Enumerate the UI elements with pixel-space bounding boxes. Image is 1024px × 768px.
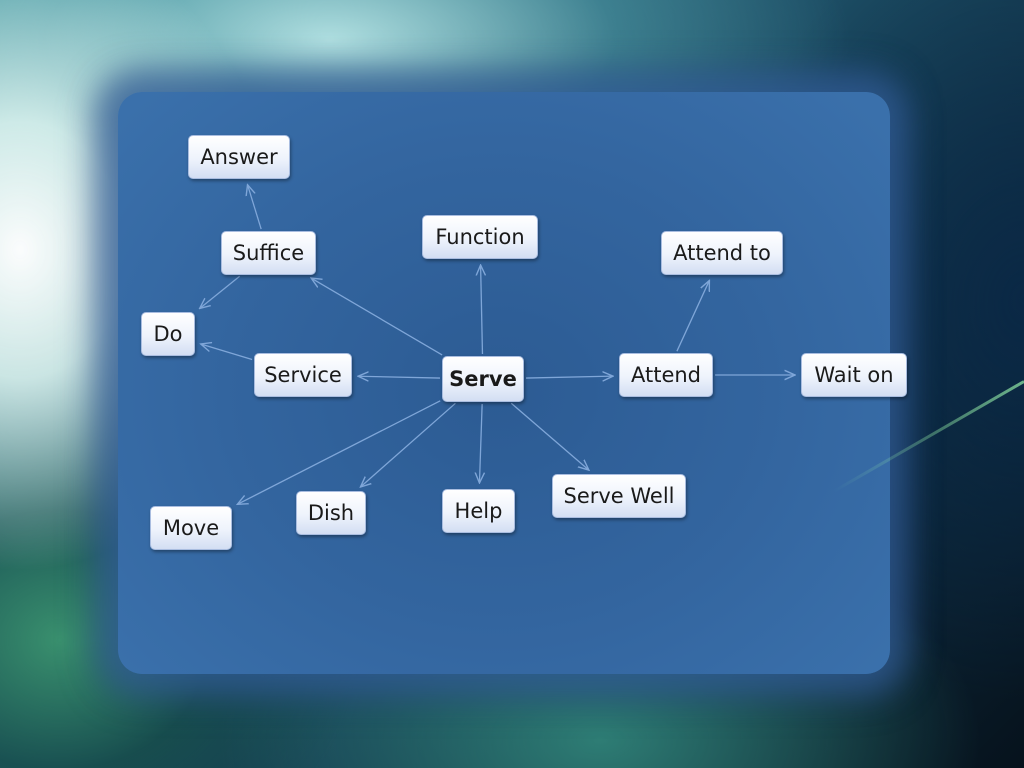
edge-service-to-do [201,344,253,361]
edge-serve-to-dish [360,402,456,487]
node-serve[interactable]: Serve [442,356,524,402]
node-attend-to[interactable]: Attend to [661,231,783,275]
edge-serve-to-function [481,265,483,355]
node-do[interactable]: Do [141,312,195,356]
edge-serve-to-attend [525,376,613,378]
edge-serve-to-serve-well [510,402,589,470]
node-suffice[interactable]: Suffice [221,231,316,275]
edge-serve-to-service [358,376,441,378]
node-serve-well[interactable]: Serve Well [552,474,686,518]
node-wait-on[interactable]: Wait on [801,353,907,397]
edge-serve-to-suffice [311,278,443,356]
node-answer[interactable]: Answer [188,135,290,179]
node-dish[interactable]: Dish [296,491,366,535]
node-function[interactable]: Function [422,215,538,259]
edge-suffice-to-answer [248,185,262,230]
edge-suffice-to-do [200,275,241,308]
node-help[interactable]: Help [442,489,515,533]
edge-attend-to-attend-to [676,280,709,352]
node-attend[interactable]: Attend [619,353,713,397]
edge-serve-to-move [237,400,441,505]
node-service[interactable]: Service [254,353,352,397]
edge-serve-to-help [479,403,482,483]
node-move[interactable]: Move [150,506,232,550]
